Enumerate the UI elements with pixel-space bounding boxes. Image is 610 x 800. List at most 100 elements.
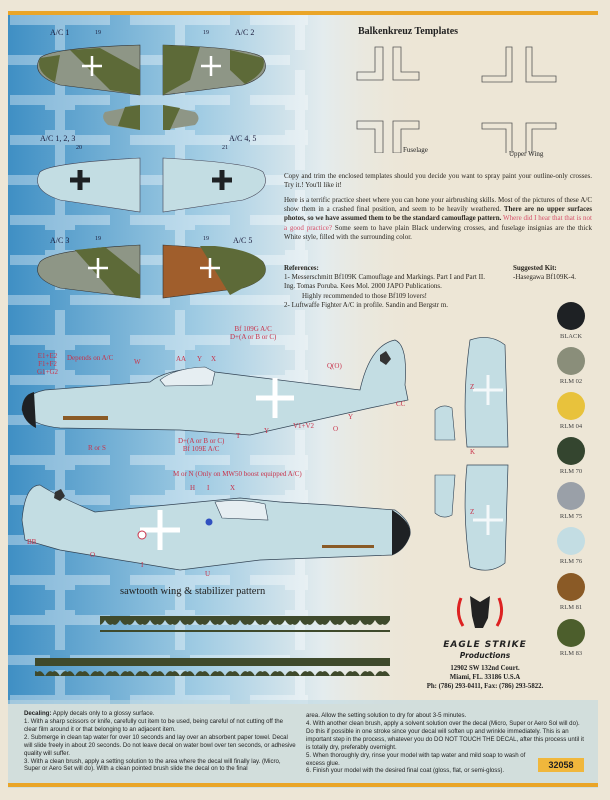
instructions-right: area. Allow the setting solution to dry … xyxy=(306,712,586,775)
lower-wing-ac123 xyxy=(37,157,141,213)
callout-x2: X xyxy=(230,484,236,492)
description-paragraph: Here is a terrific practice sheet where … xyxy=(284,196,592,242)
color-swatch-label: RLM 75 xyxy=(559,513,583,520)
company-name: EAGLE STRIKE xyxy=(443,640,527,650)
upper-wing-ac1 xyxy=(37,44,141,96)
kit-name: -Hasegawa Bf109K-4. xyxy=(513,273,576,282)
desc-text: Here is a terrific practice sheet where … xyxy=(284,196,592,214)
decal-number: 19 xyxy=(203,236,209,242)
color-swatch-label: RLM 02 xyxy=(559,378,583,385)
balkenkreuz-icon xyxy=(82,56,102,76)
label-ac1: A/C 1 xyxy=(50,28,70,37)
address-line-2: Miami, FL. 33186 U.S.A xyxy=(449,673,521,681)
callout-w: W xyxy=(134,358,141,366)
decal-number: 20 xyxy=(76,145,82,151)
instructions-title: Decaling: xyxy=(24,710,52,717)
callout-mn: M or N (Only on MW50 boost equipped A/C) xyxy=(173,470,302,478)
callout-x: X xyxy=(211,355,217,363)
reference-2: 2- Luftwaffe Fighter A/C in profile. San… xyxy=(284,300,449,309)
color-swatch xyxy=(557,302,585,330)
black-spinner xyxy=(22,392,36,428)
step-4: 4. With another clean brush, apply a sol… xyxy=(306,719,584,751)
suggested-kit: Suggested Kit: -Hasegawa Bf109K-4. xyxy=(513,264,593,282)
callout-y2: Y xyxy=(348,413,354,421)
label-ac5: A/C 5 xyxy=(233,236,253,245)
upper-wing-ac5 xyxy=(162,244,266,299)
callout-u: U xyxy=(205,570,211,578)
fuselage-cross-icon xyxy=(256,378,294,418)
callout-t: T xyxy=(236,432,241,440)
callout-bb: BB xyxy=(27,538,37,546)
step-1: 1. With a sharp scissors or knife, caref… xyxy=(24,717,284,733)
step-6: 6. Finish your model with the desired fi… xyxy=(306,767,505,775)
step-2: 2. Submerge in clean tap water for over … xyxy=(24,733,296,757)
color-swatch xyxy=(557,482,585,510)
canopy xyxy=(159,366,216,387)
sawtooth-label: sawtooth wing & stabilizer pattern xyxy=(120,586,266,597)
aircraft-profiles xyxy=(21,339,411,571)
callout-cc: CC xyxy=(396,400,406,408)
desc-text-2: Some seem to have plain Black underwing … xyxy=(284,223,592,241)
color-swatch xyxy=(557,437,585,465)
wing-top-view xyxy=(434,337,509,571)
color-swatch-label: RLM 70 xyxy=(559,468,583,475)
swastika-placeholder xyxy=(380,351,391,365)
balkenkreuz-templates xyxy=(356,46,557,153)
color-swatch-label: RLM 83 xyxy=(559,650,583,657)
color-swatch xyxy=(557,347,585,375)
profile-right-side xyxy=(21,484,411,571)
callout-y3: Y xyxy=(264,427,270,435)
callout-qo: Q(O) xyxy=(327,362,342,370)
reference-note: Highly recommended to those Bf109 lovers… xyxy=(302,291,428,300)
callout-z2: Z xyxy=(470,508,475,516)
callout-r-or-s: R or S xyxy=(88,444,106,452)
label-ac123: A/C 1, 2, 3 xyxy=(40,134,76,143)
step-3-cont: area. Allow the setting solution to dry … xyxy=(306,712,467,719)
callout-aa: AA xyxy=(176,355,187,363)
intro-paragraph: Copy and trim the enclosed templates sho… xyxy=(284,172,592,190)
blue-marking-icon xyxy=(205,518,213,526)
color-swatch-label: RLM 76 xyxy=(559,558,583,565)
decal-number: 19 xyxy=(95,236,101,242)
references-title: References: xyxy=(284,264,319,272)
desc-bold: There are no upper surfaces photos, so w… xyxy=(284,205,593,223)
color-swatch xyxy=(557,527,585,555)
color-swatch-label: BLACK xyxy=(559,333,583,340)
color-swatch-label: RLM 04 xyxy=(559,423,583,430)
phone-fax: Ph: (786) 293-0411, Fax: (786) 293-5822. xyxy=(426,682,544,690)
callout-y: Y xyxy=(197,355,203,363)
wing-drawings xyxy=(37,44,266,299)
callout-h: H xyxy=(190,484,196,492)
upper-wing-ac3 xyxy=(37,244,141,299)
callout-bf109e: D+(A or B or C)Bf 109E A/C xyxy=(178,437,225,454)
decal-number: 19 xyxy=(203,30,209,36)
company-sub: Productions xyxy=(459,651,511,660)
color-swatch xyxy=(557,392,585,420)
templates-title: Balkenkreuz Templates xyxy=(357,26,459,37)
callout-depends: Depends on A/C xyxy=(67,354,114,362)
profile-left-side xyxy=(21,339,409,436)
reference-1: 1- Messerschmitt Bf109K Camouflage and M… xyxy=(284,273,486,291)
label-ac2: A/C 2 xyxy=(235,28,255,37)
instructions-intro: Apply decals only to a glossy surface. xyxy=(52,710,155,717)
callout-k: K xyxy=(470,448,476,456)
desc-pink: Where did I hear that that is not a good… xyxy=(284,214,592,232)
color-swatch xyxy=(557,573,585,601)
step-3: 3. With a clean brush, apply a setting s… xyxy=(24,757,281,773)
callout-o2: O xyxy=(90,551,96,559)
roundel-icon xyxy=(137,530,147,540)
kit-title: Suggested Kit: xyxy=(513,264,557,272)
decal-number: 21 xyxy=(222,145,228,151)
fuselage-template-label: Fuselage xyxy=(403,146,428,154)
black-cross-icon xyxy=(70,170,90,190)
company-address: 12902 SW 132nd Court. Miami, FL. 33186 U… xyxy=(400,665,570,691)
instructions-left: Decaling: Apply decals only to a glossy … xyxy=(24,710,296,773)
upper-wing-ac2 xyxy=(162,44,266,96)
label-ac3: A/C 3 xyxy=(50,236,70,245)
callout-i: I xyxy=(207,484,210,492)
product-code-badge: 32058 xyxy=(538,758,584,772)
sawtooth-pattern-strips xyxy=(35,616,390,676)
color-swatch-label: RLM 81 xyxy=(559,604,583,611)
callout-z: Z xyxy=(470,383,475,391)
